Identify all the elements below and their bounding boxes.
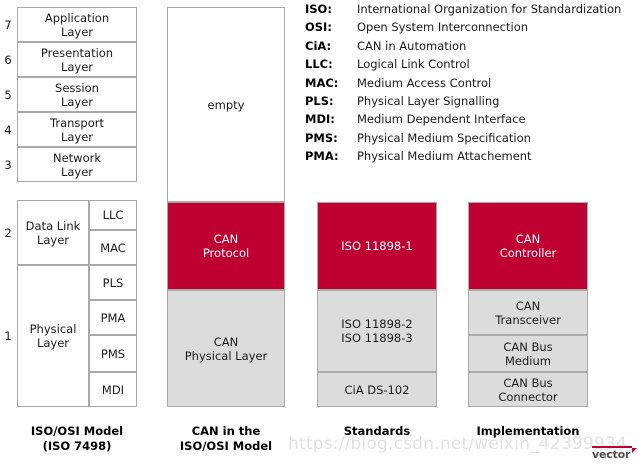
caption-osi-model: ISO/OSI Model (ISO 7498): [30, 424, 124, 453]
legend-desc: Logical Link Control: [357, 57, 470, 72]
osi-layer-physical-label: Physical Layer: [29, 322, 77, 350]
legend-desc: CAN in Automation: [357, 38, 467, 53]
implementation-block-can-bus-connector: CAN Bus Connector: [468, 372, 588, 407]
can-block-physical-layer: CAN Physical Layer: [167, 290, 285, 407]
legend-row: PLS: Physical Layer Signalling: [305, 94, 639, 112]
standards-block-cia-ds-102: CiA DS-102: [317, 372, 437, 407]
osi-sublayer-mac: MAC: [89, 230, 137, 265]
legend-row: LLC: Logical Link Control: [305, 57, 639, 75]
can-block-protocol-label: CAN Protocol: [202, 232, 250, 260]
can-block-empty: empty: [167, 7, 285, 202]
osi-layer-presentation-label: Presentation Layer: [40, 45, 114, 74]
legend-desc: Physical Layer Signalling: [357, 93, 500, 108]
legend-row: PMA: Physical Medium Attachement: [305, 149, 639, 167]
legend-desc: Physical Medium Attachement: [357, 149, 532, 164]
legend-desc: Medium Dependent Interface: [357, 112, 526, 127]
legend-abbr: PLS:: [305, 93, 334, 108]
vector-logo-wordmark: vector: [592, 448, 631, 461]
caption-implementation: Implementation: [476, 424, 580, 438]
legend-abbr: PMA:: [305, 149, 339, 164]
osi-sublayer-pms-label: PMS: [100, 346, 126, 361]
osi-layer-transport-label: Transport Layer: [50, 115, 104, 144]
legend-row: CiA: CAN in Automation: [305, 39, 639, 57]
legend-row: PMS: Physical Medium Specification: [305, 131, 639, 149]
layer-number-3: 3: [4, 157, 12, 172]
can-block-protocol: CAN Protocol: [167, 202, 285, 290]
osi-sublayer-mdi: MDI: [89, 372, 137, 407]
standards-block-iso-11898-1-label: ISO 11898-1: [341, 239, 413, 253]
layer-number-1: 1: [4, 329, 12, 343]
legend-abbr: OSI:: [305, 20, 332, 35]
standards-block-iso-11898-2-3: ISO 11898-2 ISO 11898-3: [317, 290, 437, 372]
vector-logo: vector: [592, 446, 638, 462]
osi-sublayer-pls-label: PLS: [102, 275, 124, 290]
vector-logo-bar: [592, 446, 632, 448]
standards-block-cia-ds-102-label: CiA DS-102: [344, 382, 410, 397]
can-block-empty-label: empty: [207, 97, 245, 112]
can-block-physical-layer-label: CAN Physical Layer: [184, 334, 268, 363]
osi-layer-session-label: Session Layer: [55, 80, 99, 109]
osi-layer-presentation: Presentation Layer: [17, 42, 137, 77]
osi-sublayer-pls: PLS: [89, 265, 137, 300]
caption-standards: Standards: [343, 424, 411, 438]
standards-block-iso-11898-1: ISO 11898-1: [317, 202, 437, 290]
layer-number-6: 6: [4, 52, 12, 67]
legend-row: MDI: Medium Dependent Interface: [305, 112, 639, 130]
implementation-block-can-transceiver-label: CAN Transceiver: [495, 298, 561, 327]
osi-layer-physical: Physical Layer: [17, 265, 89, 407]
layer-number-7: 7: [4, 17, 12, 32]
legend-abbr: LLC:: [305, 57, 333, 72]
legend-abbr: ISO:: [305, 2, 332, 16]
legend-desc: Medium Access Control: [357, 75, 492, 90]
legend-abbr: CiA:: [305, 38, 332, 53]
osi-sublayer-llc-label: LLC: [102, 208, 124, 222]
osi-sublayer-pma-label: PMA: [100, 310, 126, 325]
osi-layer-transport: Transport Layer: [17, 112, 137, 147]
osi-layer-network: Network Layer: [17, 147, 137, 182]
osi-sublayer-mdi-label: MDI: [101, 382, 125, 397]
osi-sublayer-pma: PMA: [89, 300, 137, 335]
legend-row: OSI: Open System Interconnection: [305, 20, 639, 38]
osi-sublayer-mac-label: MAC: [100, 240, 126, 255]
legend-abbr: MDI:: [305, 112, 335, 127]
legend-abbr: MAC:: [305, 75, 339, 90]
legend-desc: International Organization for Standardi…: [357, 2, 622, 16]
layer-number-2: 2: [4, 225, 12, 240]
standards-block-iso-11898-2-3-label: ISO 11898-2 ISO 11898-3: [341, 317, 413, 345]
osi-layer-session: Session Layer: [17, 77, 137, 112]
legend-desc: Physical Medium Specification: [357, 130, 531, 145]
implementation-block-can-controller: CAN Controller: [468, 202, 588, 290]
implementation-block-can-bus-connector-label: CAN Bus Connector: [498, 375, 558, 404]
abbreviations-legend: ISO: International Organization for Stan…: [305, 2, 639, 168]
osi-layer-data-link-label: Data Link Layer: [25, 218, 81, 247]
legend-desc: Open System Interconnection: [357, 20, 529, 35]
osi-layer-data-link: Data Link Layer: [17, 200, 89, 265]
osi-sublayer-pms: PMS: [89, 335, 137, 372]
osi-layer-network-label: Network Layer: [52, 150, 102, 179]
vector-logo-tick-icon: [632, 448, 637, 453]
osi-layer-application-label: Application Layer: [44, 10, 110, 39]
caption-can-model: CAN in the ISO/OSI Model: [179, 424, 273, 453]
layer-number-4: 4: [4, 122, 12, 137]
osi-layer-application: Application Layer: [17, 7, 137, 42]
legend-abbr: PMS:: [305, 130, 338, 145]
legend-row: ISO: International Organization for Stan…: [305, 2, 639, 20]
implementation-block-can-controller-label: CAN Controller: [499, 232, 557, 260]
implementation-block-can-bus-medium-label: CAN Bus Medium: [503, 339, 553, 368]
implementation-block-can-transceiver: CAN Transceiver: [468, 290, 588, 335]
legend-row: MAC: Medium Access Control: [305, 76, 639, 94]
implementation-block-can-bus-medium: CAN Bus Medium: [468, 335, 588, 372]
osi-sublayer-llc: LLC: [89, 200, 137, 230]
layer-number-5: 5: [4, 87, 12, 102]
